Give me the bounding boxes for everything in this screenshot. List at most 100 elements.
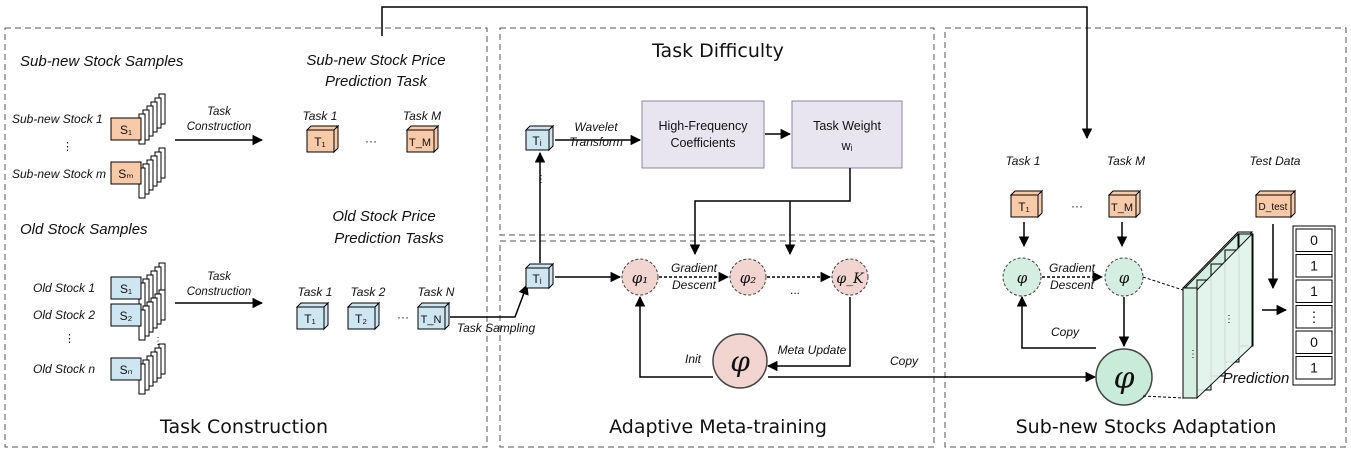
adapt-cube-t1-label: T₁ [1018,200,1029,214]
adapt-phi-node-a [1002,257,1042,297]
subnew-dots: ⋮ [62,141,73,153]
old-arrow-label-2: Construction [187,286,252,298]
subnew-task-heading-2: Prediction Task [325,73,428,90]
task-sampling-label: Task Sampling [457,321,536,335]
subnew-task-1-label: Task 1 [303,109,338,123]
prediction-block-dots-b: ⋮ [1224,314,1234,325]
meta-ellipsis: ... [790,283,800,297]
subnew-sample-stack-m: Sₘ [110,147,166,199]
top-connector-arrow [381,6,1093,140]
subnew-arrow-label-2: Construction [187,121,252,133]
old-task-1-label: Task 1 [298,285,333,299]
high-frequency-box [641,100,765,169]
weight-label-1: Task Weight [813,119,881,133]
prediction-model-block [1181,231,1254,400]
subnew-cube-t1-label: T₁ [314,135,325,149]
prediction-label: Prediction [1223,370,1290,387]
task-sampling-arrow [450,284,529,318]
meta-gradient-1: Gradient [671,261,718,275]
difficulty-dots: ⋮ [536,174,546,185]
prediction-block-dots-a: ⋮ [1188,349,1198,360]
output-cell [1295,254,1333,278]
difficulty-ti-cube: Tᵢ [524,124,555,152]
output-cell [1295,330,1333,354]
adapt-copy-label: Copy [1051,325,1080,339]
meta-ti-label: Tᵢ [532,272,541,286]
old-arrow-label-1: Task [207,271,232,283]
subnew-task-m-label: Task M [403,109,441,123]
phik-label: φ_K [836,271,865,287]
adapt-phi-b-label: φ [1119,269,1130,287]
panel-title-difficulty: Task Difficulty [651,40,784,62]
panel-title-adaptation: Sub-new Stocks Adaptation [1016,416,1277,438]
wavelet-label-2: Transform [569,135,623,149]
wavelet-label-1: Wavelet [574,120,618,134]
panel-title-meta-training: Adaptive Meta-training [609,416,827,438]
output-value: 0 [1310,334,1318,350]
old-task-ellipsis: ··· [397,310,409,324]
old-sn-label: Sₙ [120,363,133,377]
old-sample-stack-n: Sₙ [110,343,166,395]
subnew-samples-heading: Sub-new Stock Samples [20,53,184,70]
old-stack-dots: ⋮ [153,336,163,347]
adapt-test-data-label: Test Data [1250,154,1301,168]
old-task-heading-1: Old Stock Price [332,208,435,225]
phi2-node [729,258,767,296]
old-cube-tn-label: T_N [421,314,442,326]
adapt-task-ellipsis: ··· [1071,199,1083,213]
panel-title-construction: Task Construction [159,416,328,438]
old-cube-t2-label: T₂ [355,312,367,326]
hf-label-1: High-Frequency [659,119,749,133]
init-arrow [634,295,713,378]
adapt-gradient-2: Descent [1050,278,1095,292]
task-weight-box [791,100,903,169]
old-sample-stack-2: S₂ [110,289,166,341]
meta-update-label: Meta Update [778,343,847,357]
adapt-gradient-1: Gradient [1049,261,1096,275]
difficulty-ti-label: Tᵢ [532,134,541,148]
old-stock-2-label: Old Stock 2 [33,308,95,322]
adapt-phi-a-label: φ [1017,269,1028,287]
subnew-task-cube-1: T₁ [305,124,340,154]
output-value: 1 [1310,258,1318,274]
old-cube-t1-label: T₁ [304,312,315,326]
old-task-n-label: Task N [418,285,455,299]
output-cell [1295,228,1333,252]
hf-label-2: Coefficients [670,136,735,150]
old-task-cube-1: T₁ [295,301,330,331]
output-cell [1295,356,1333,380]
adaptation-panel [944,27,1347,448]
subnew-sm-face [110,161,142,185]
slices [138,93,166,145]
weight-label-2: wᵢ [841,139,853,153]
output-value: 1 [1310,360,1318,376]
subnew-sm-label: Sₘ [118,167,133,181]
meta-ti-cube: Tᵢ [524,262,555,290]
subnew-task-ellipsis: ··· [365,134,377,148]
subnew-sample-stack-1: S₁ [110,93,166,145]
adapt-cube-tm-label: T_M [1111,202,1133,214]
subnew-arrow-label-1: Task [207,106,232,118]
old-task-cube-2: T₂ [346,301,381,331]
meta-gradient-2: Descent [672,278,717,292]
subnew-stock-1-label: Sub-new Stock 1 [12,112,103,126]
phi1-label: φ₁ [632,269,649,287]
old-dots: ⋮ [64,333,75,345]
old-stock-n-label: Old Stock n [33,362,95,376]
model-link-bottom [1142,395,1184,399]
adapt-copy-arrow [1016,295,1096,349]
adapt-task-cube-1: T₁ [1009,189,1044,219]
weight-to-phi1-arrow [689,168,851,256]
phi1-node [621,258,659,296]
phi2-label: φ₂ [740,269,757,287]
adapt-task-m-label: Task M [1107,154,1145,168]
task-construction-panel [4,27,488,448]
adapt-big-phi-label: φ [1113,361,1134,396]
old-task-cube-n: T_N [416,301,451,331]
subnew-cube-tm-label: T_M [409,137,431,149]
meta-update-arrow [766,297,851,372]
adapt-task-1-label: Task 1 [1006,154,1041,168]
meta-copy-label: Copy [890,354,919,368]
output-value: 0 [1310,232,1318,248]
